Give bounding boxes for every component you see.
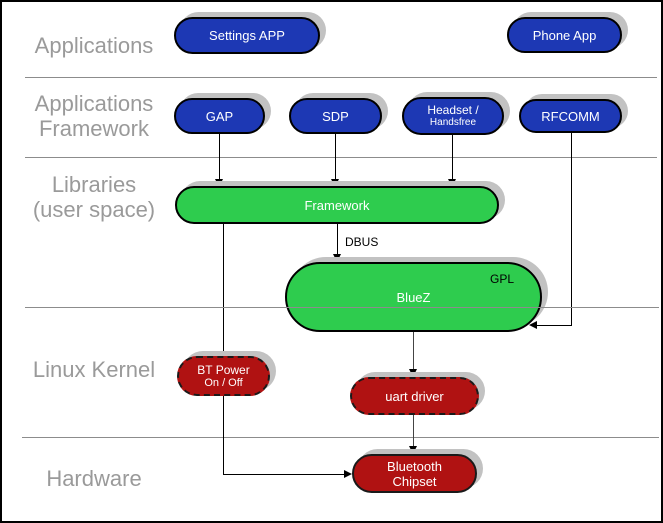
dbus-label: DBUS [345, 235, 379, 249]
layer-label-applications-framework: Applications Framework [34, 91, 154, 141]
node-settings-app: Settings APP [174, 17, 320, 54]
node-headset-handsfree: Headset / Handsfree [402, 97, 504, 135]
edge-gap-to-framework [219, 133, 220, 181]
divider-kernel [25, 307, 659, 308]
node-sdp: SDP [289, 98, 382, 134]
edge-uart-to-chipset [413, 414, 414, 448]
arrowhead-chipset-top [409, 446, 417, 454]
edge-rfcomm-horizontal [535, 325, 572, 326]
node-rfcomm: RFCOMM [519, 99, 622, 133]
edge-headset-to-framework [452, 133, 453, 181]
arrowhead-uart [409, 369, 417, 377]
edge-framework-to-chipset-vertical [223, 223, 224, 474]
gpl-tag: GPL [489, 272, 514, 286]
arrowhead-gap [215, 179, 223, 187]
arrowhead-rfcomm-to-bluez [529, 321, 537, 329]
layer-label-hardware: Hardware [46, 466, 142, 491]
arrowhead-to-chipset-left [344, 470, 352, 478]
arrowhead-sdp [331, 179, 339, 187]
layer-label-applications: Applications [34, 33, 154, 58]
edge-rfcomm-vertical [571, 131, 572, 325]
edge-framework-to-bluez [337, 223, 338, 256]
edge-bluez-to-uart [413, 331, 414, 371]
node-framework: Framework [175, 186, 499, 224]
divider-applications [25, 77, 657, 78]
node-uart-driver: uart driver [350, 377, 479, 415]
edge-framework-to-chipset-horizontal [223, 474, 345, 475]
arrowhead-headset [448, 179, 456, 187]
node-bt-power: BT Power On / Off [177, 356, 270, 396]
node-gap: GAP [174, 98, 265, 134]
node-bluez: GPL BlueZ [285, 262, 542, 332]
node-phone-app: Phone App [507, 17, 622, 53]
node-bluetooth-chipset: Bluetooth Chipset [352, 454, 477, 493]
edge-sdp-to-framework [335, 133, 336, 181]
divider-framework [25, 157, 657, 158]
divider-hardware [22, 437, 659, 438]
layer-label-linux-kernel: Linux Kernel [32, 357, 156, 382]
layer-label-libraries: Libraries (user space) [32, 172, 156, 222]
arrowhead-dbus [333, 254, 341, 262]
